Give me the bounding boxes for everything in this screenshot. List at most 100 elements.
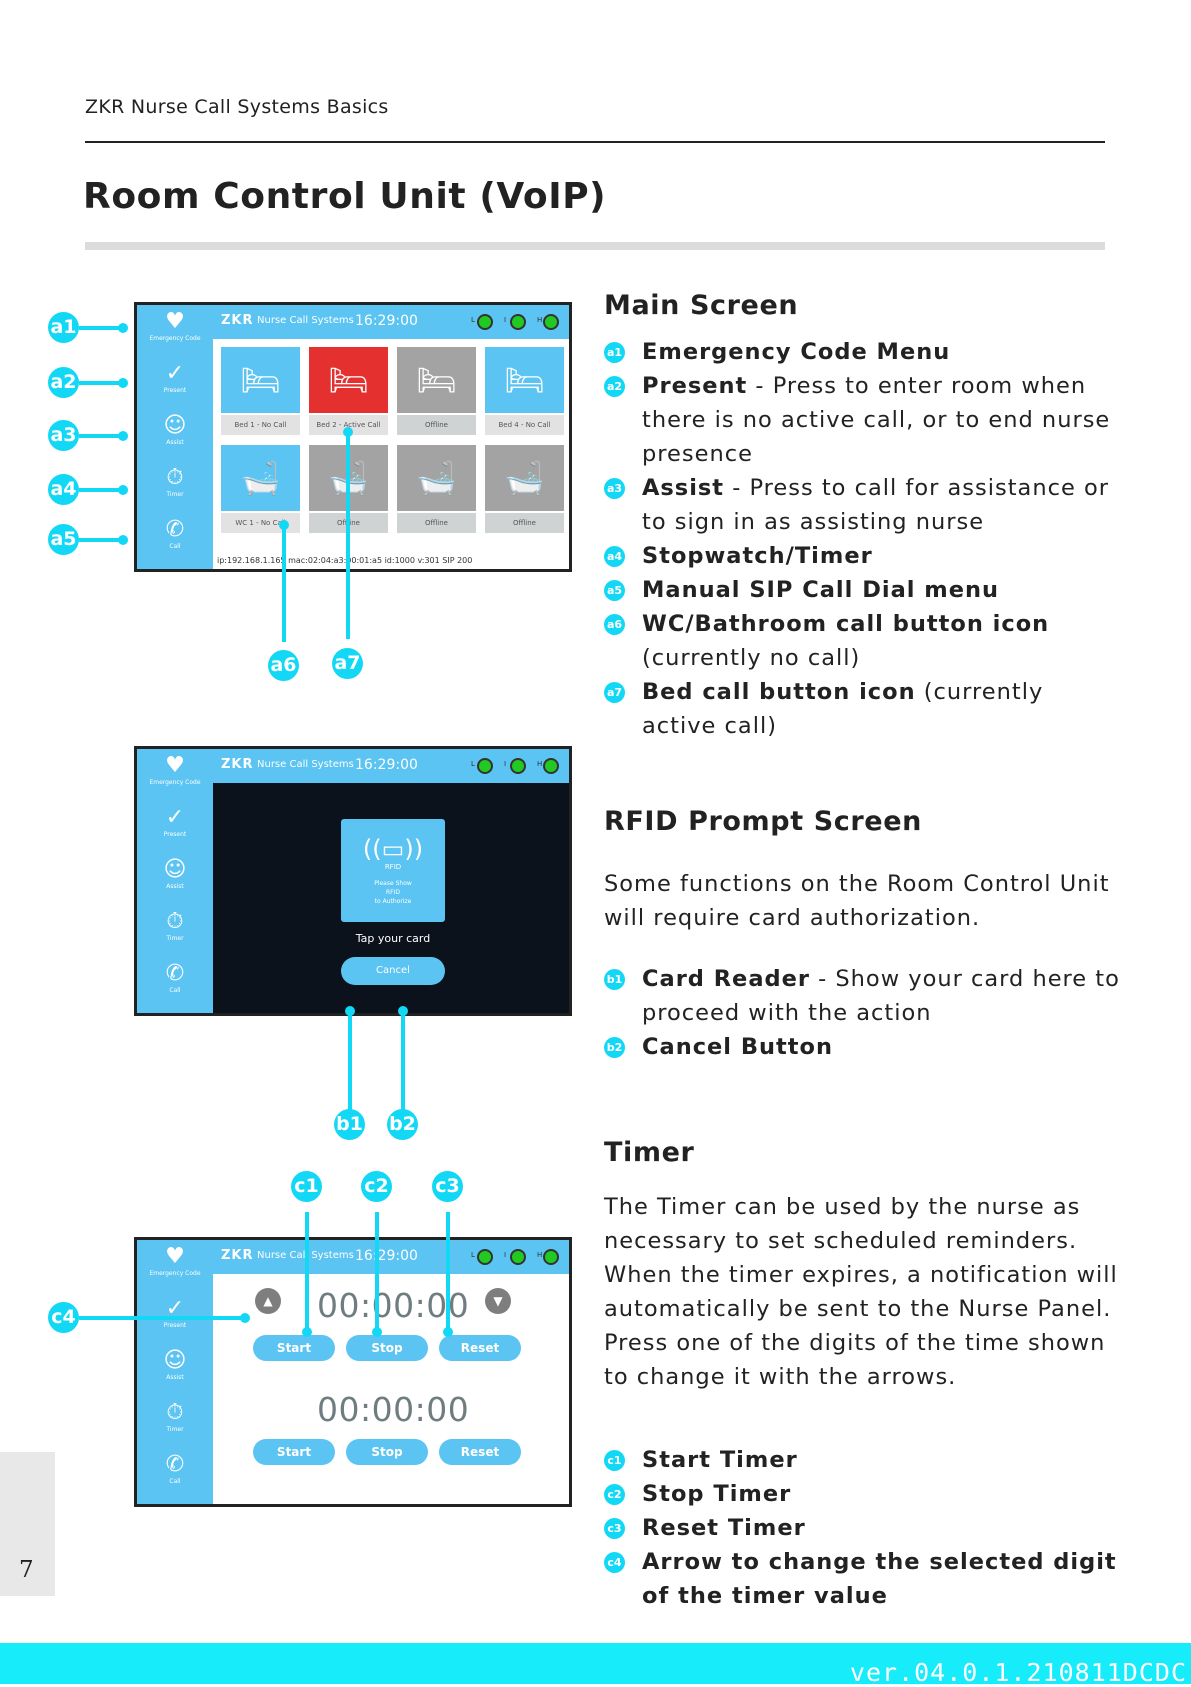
main-screen-title: Main Screen xyxy=(604,290,799,321)
phone-icon: ✆ xyxy=(165,961,185,986)
led-i: I xyxy=(504,1249,528,1265)
callout-line xyxy=(79,538,123,542)
doctor-icon: ☺ xyxy=(163,1348,187,1373)
phone-icon: ✆ xyxy=(165,1452,185,1477)
start-button[interactable]: Start xyxy=(253,1439,335,1465)
callout-c4: c4 xyxy=(48,1302,79,1333)
timer-value-2[interactable]: 00:00:00 xyxy=(317,1390,470,1429)
badge-check-icon: ✓ xyxy=(165,1296,185,1321)
led-h: H xyxy=(537,314,561,330)
zkr-logo: ZKR xyxy=(221,1248,254,1263)
tile-grid: 🛏Bed 1 - No Call 🛏Bed 2 - Active Call 🛏O… xyxy=(213,339,569,569)
tile-wc-3[interactable]: 🛁Offline xyxy=(397,445,476,535)
badge-check-icon: ✓ xyxy=(165,805,185,830)
tile-wc-1[interactable]: 🛁WC 1 - No Call xyxy=(221,445,300,535)
main-screen-device: ♥Emergency Code ✓Present ☺Assist ⏱Timer … xyxy=(134,302,572,572)
tile-bed-2[interactable]: 🛏Bed 2 - Active Call xyxy=(309,347,388,437)
tile-bed-1[interactable]: 🛏Bed 1 - No Call xyxy=(221,347,300,437)
badge-check-icon: ✓ xyxy=(165,361,185,386)
rfid-prompt: ((▭)) RFID Please Show RFID to Authorize… xyxy=(213,783,569,1013)
version-label: ver.04.0.1.210811DCDC xyxy=(849,1658,1187,1687)
stopwatch-icon: ⏱ xyxy=(166,465,184,490)
device-topbar: ZKR Nurse Call Systems 16:29:00 L I H xyxy=(213,1240,569,1274)
reset-button[interactable]: Reset xyxy=(439,1439,521,1465)
sidebar-emergency-code[interactable]: ♥Emergency Code xyxy=(137,753,213,801)
reset-button[interactable]: Reset xyxy=(439,1335,521,1361)
callout-dot xyxy=(118,535,128,545)
tile-bed-3[interactable]: 🛏Offline xyxy=(397,347,476,437)
stop-button[interactable]: Stop xyxy=(346,1439,428,1465)
rfid-wave-icon: ((▭)) xyxy=(362,835,424,863)
callout-a5: a5 xyxy=(48,524,79,555)
chevron-down-icon: ▼ xyxy=(493,1294,503,1308)
sidebar-call[interactable]: ✆Call xyxy=(137,1452,213,1500)
bathtub-icon: 🛁 xyxy=(416,459,457,497)
sidebar-timer[interactable]: ⏱Timer xyxy=(137,909,213,957)
callout-b2: b2 xyxy=(387,1109,418,1140)
sidebar-assist[interactable]: ☺Assist xyxy=(137,413,213,461)
heart-pulse-icon: ♥ xyxy=(165,1244,185,1269)
sidebar-present[interactable]: ✓Present xyxy=(137,805,213,853)
bed-icon: 🛏 xyxy=(240,361,281,399)
stopwatch-icon: ⏱ xyxy=(166,1400,184,1425)
callout-dot xyxy=(118,431,128,441)
sidebar-emergency-code[interactable]: ♥Emergency Code xyxy=(137,309,213,357)
clock: 16:29:00 xyxy=(355,1248,418,1264)
header-rule xyxy=(85,141,1105,143)
callout-dot xyxy=(443,1327,453,1337)
led-h: H xyxy=(537,1249,561,1265)
device-topbar: ZKR Nurse Call Systems 16:29:00 L I H xyxy=(213,305,569,339)
timer-panel: ▲ 00:00:00 ▼ Start Stop Reset 00:00:00 S… xyxy=(213,1274,569,1504)
brand-name: Nurse Call Systems xyxy=(257,759,354,770)
sidebar-timer[interactable]: ⏱Timer xyxy=(137,465,213,513)
callout-line xyxy=(282,524,286,642)
led-l: L xyxy=(471,758,495,774)
stopwatch-icon: ⏱ xyxy=(166,909,184,934)
rfid-screen-device: ♥Emergency Code ✓Present ☺Assist ⏱Timer … xyxy=(134,746,572,1016)
sidebar-present[interactable]: ✓Present xyxy=(137,1296,213,1344)
led-i: I xyxy=(504,758,528,774)
zkr-logo: ZKR xyxy=(221,757,254,772)
callout-c1: c1 xyxy=(291,1171,322,1202)
doctor-icon: ☺ xyxy=(163,857,187,882)
start-button[interactable]: Start xyxy=(253,1335,335,1361)
sidebar-assist[interactable]: ☺Assist xyxy=(137,857,213,905)
callout-line xyxy=(305,1212,309,1330)
callout-line xyxy=(446,1212,450,1330)
callout-dot xyxy=(240,1313,250,1323)
timer-value-1[interactable]: 00:00:00 xyxy=(317,1286,470,1325)
arrow-up-button[interactable]: ▲ xyxy=(255,1288,281,1314)
callout-dot xyxy=(118,485,128,495)
sidebar-emergency-code[interactable]: ♥Emergency Code xyxy=(137,1244,213,1292)
sidebar-assist[interactable]: ☺Assist xyxy=(137,1348,213,1396)
led-i: I xyxy=(504,314,528,330)
callout-line xyxy=(79,326,123,330)
bed-icon: 🛏 xyxy=(416,361,457,399)
sidebar-present[interactable]: ✓Present xyxy=(137,361,213,409)
callout-a7: a7 xyxy=(332,648,363,679)
timer-intro: The Timer can be used by the nurse as ne… xyxy=(604,1194,1118,1390)
sidebar-timer[interactable]: ⏱Timer xyxy=(137,1400,213,1448)
callout-line xyxy=(79,1316,245,1320)
card-reader-area[interactable]: ((▭)) RFID Please Show RFID to Authorize xyxy=(341,819,445,922)
tile-wc-4[interactable]: 🛁Offline xyxy=(485,445,564,535)
timer-screen-device: ♥Emergency Code ✓Present ☺Assist ⏱Timer … xyxy=(134,1237,572,1507)
tile-bed-4[interactable]: 🛏Bed 4 - No Call xyxy=(485,347,564,437)
cancel-button[interactable]: Cancel xyxy=(341,957,445,985)
sidebar-call[interactable]: ✆Call xyxy=(137,517,213,565)
callout-line xyxy=(348,1010,352,1110)
page-tab xyxy=(0,1452,55,1596)
stop-button[interactable]: Stop xyxy=(346,1335,428,1361)
sidebar-call[interactable]: ✆Call xyxy=(137,961,213,1009)
heart-pulse-icon: ♥ xyxy=(165,753,185,778)
clock: 16:29:00 xyxy=(355,313,418,329)
arrow-down-button[interactable]: ▼ xyxy=(485,1288,511,1314)
callout-dot xyxy=(118,378,128,388)
